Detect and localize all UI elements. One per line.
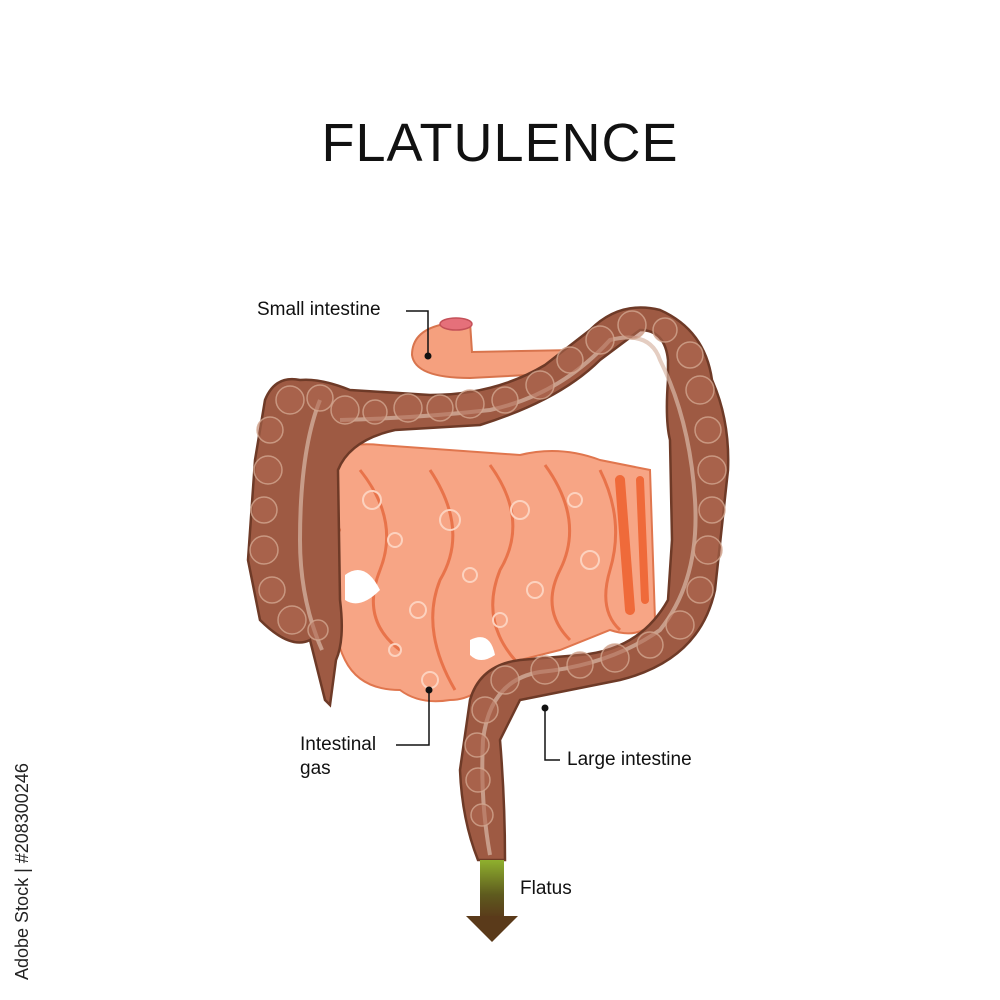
marker-intestinal-gas [425,686,433,694]
watermark-text: Adobe Stock | #208300246 [12,763,32,980]
small-intestine [330,317,657,703]
large-intestine [246,306,730,862]
marker-small-intestine [424,352,432,360]
leader-lines [396,310,560,761]
diagram-title: FLATULENCE [321,113,679,173]
label-small-intestine: Small intestine [257,299,381,320]
marker-large-intestine [541,704,549,712]
leader-small-intestine [406,310,429,355]
leader-large-intestine [544,710,560,761]
label-large-intestine: Large intestine [567,749,692,770]
flatus-arrow [466,860,518,942]
label-flatus: Flatus [520,878,572,899]
watermark: Adobe Stock | #208300246 [12,700,34,980]
label-intestinal-gas: Intestinal gas [300,734,377,779]
leader-intestinal-gas [396,692,430,746]
